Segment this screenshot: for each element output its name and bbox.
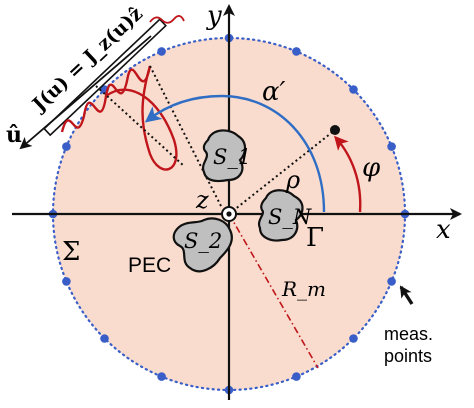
phi-arc — [334, 135, 362, 213]
meas-label-line2: points — [384, 346, 432, 366]
measurement-point — [349, 85, 358, 94]
alpha-prime-label: α′ — [262, 77, 286, 107]
measurement-point — [157, 47, 166, 56]
sn-label: S_N — [268, 205, 312, 229]
measurement-point — [157, 372, 166, 381]
alpha-prime-arc — [144, 94, 326, 213]
measurement-point — [387, 277, 396, 286]
sigma-label: Σ — [62, 237, 80, 267]
measurement-point — [292, 47, 301, 56]
measurement-point — [62, 277, 71, 286]
field-loop — [105, 65, 178, 171]
y-axis-label: y — [206, 1, 222, 31]
meas-label-line1: meas. — [384, 324, 433, 344]
s1-label: S_1 — [213, 145, 251, 169]
rho-label: ρ — [285, 166, 300, 194]
rm-label: R_m — [281, 277, 326, 301]
measurement-point — [349, 334, 358, 343]
measurement-point — [387, 142, 396, 151]
scatterer-sn — [258, 189, 304, 242]
meas-points-arrow — [399, 285, 414, 305]
rm-radius-line — [228, 213, 319, 369]
x-axis-label: x — [436, 215, 451, 245]
scatterer-s1 — [202, 129, 247, 183]
dotted-line-upper — [149, 65, 223, 209]
measurement-point — [292, 372, 301, 381]
u-hat-arrow — [19, 35, 152, 150]
source-strip-edge-wave — [149, 15, 185, 24]
gamma-label: Γ — [306, 223, 324, 253]
pec-label: PEC — [128, 254, 171, 277]
measurement-point — [100, 334, 109, 343]
z-label: z — [195, 186, 209, 214]
scatterer-s2 — [172, 217, 233, 273]
u-hat-label: û — [6, 122, 22, 148]
source-strip — [43, 18, 167, 137]
observation-point — [330, 125, 340, 135]
origin-dot — [226, 211, 232, 217]
phi-label: φ — [362, 153, 381, 183]
s2-label: S_2 — [184, 229, 222, 253]
measurement-point — [62, 142, 71, 151]
